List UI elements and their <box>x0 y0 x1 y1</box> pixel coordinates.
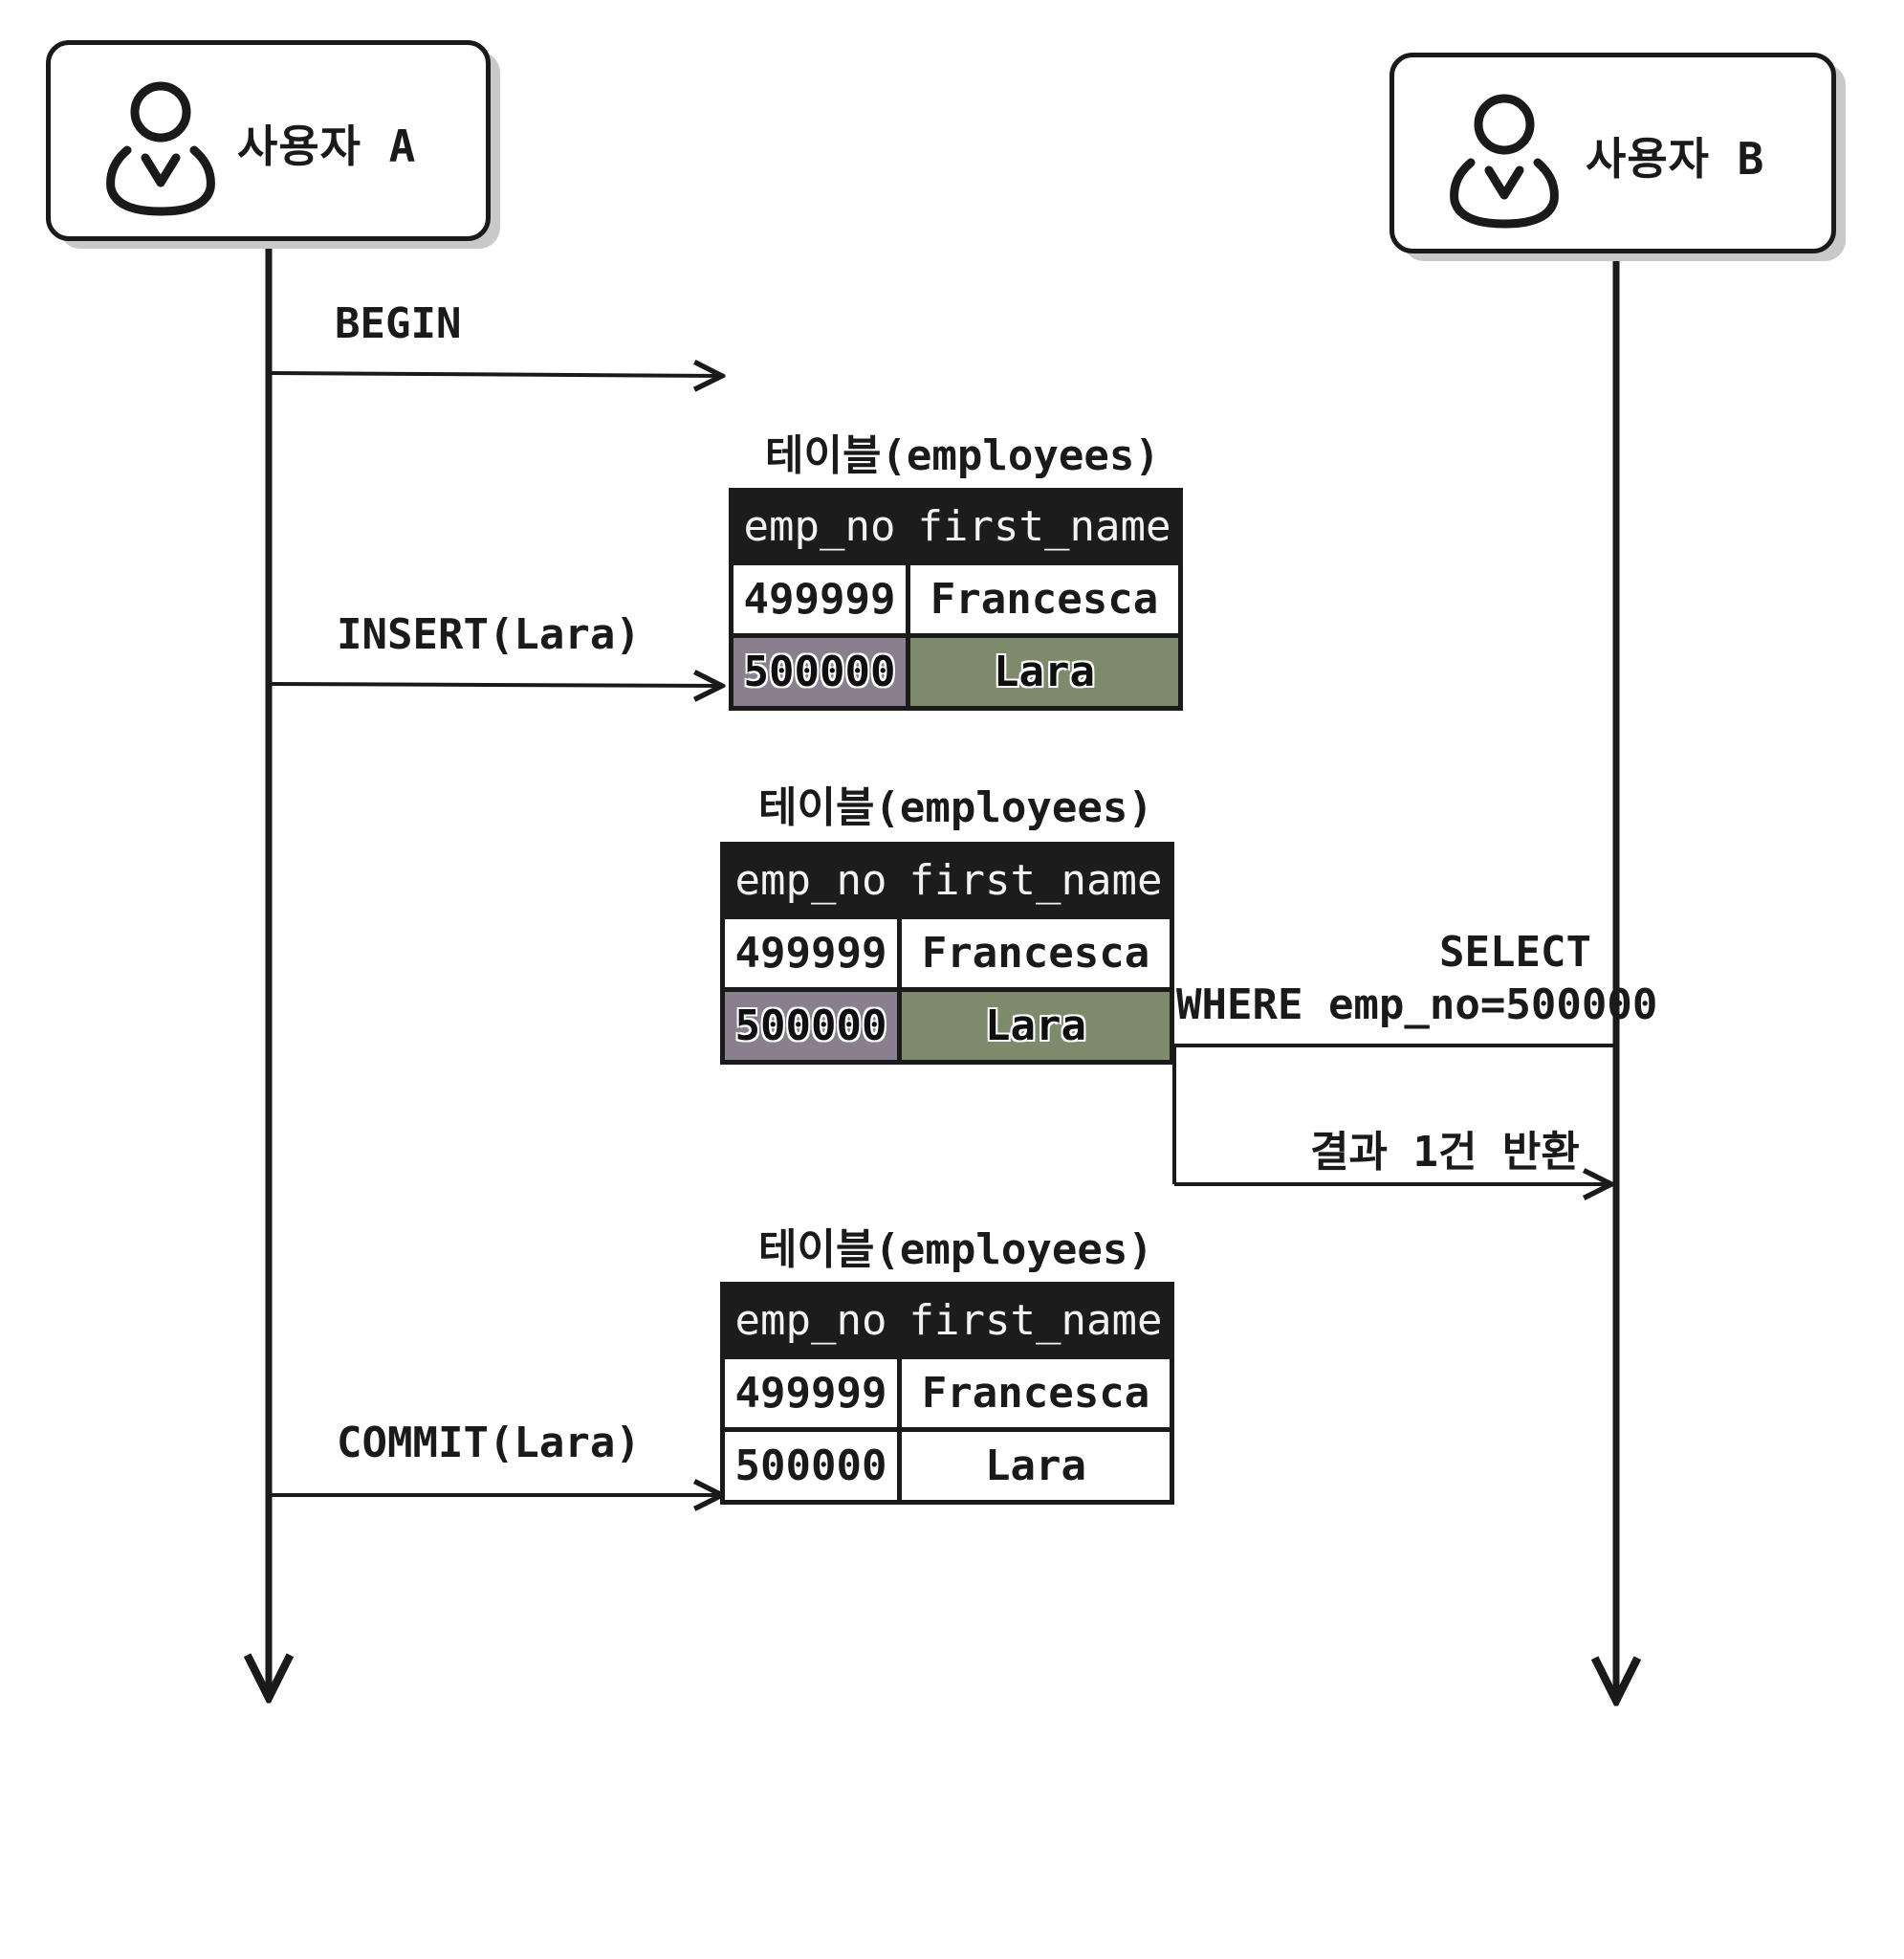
column-header: emp_no <box>720 842 902 919</box>
actor-b-box: 사용자 B <box>1390 53 1836 253</box>
table-title: 테이블(employees) <box>765 431 1160 480</box>
table-cell: 500000 <box>720 1427 902 1505</box>
actor-b-label: 사용자 B <box>1586 133 1765 185</box>
column-header: emp_no <box>729 488 910 565</box>
result-label: 결과 1건 반환 <box>1310 1128 1580 1177</box>
table-row-uncommitted: 500000 Lara <box>720 987 1174 1065</box>
table-row-uncommitted: 500000 Lara <box>729 633 1183 711</box>
table-cell: 500000 <box>720 987 902 1065</box>
column-header: first_name <box>906 488 1183 565</box>
employees-table: emp_no first_name 499999 Francesca 50000… <box>720 842 1174 1065</box>
table-title: 테이블(employees) <box>758 783 1153 832</box>
table-header-row: emp_no first_name <box>720 1282 1174 1359</box>
commit-label: COMMIT(Lara) <box>337 1419 641 1467</box>
column-header: first_name <box>897 842 1174 919</box>
user-icon <box>1450 94 1559 229</box>
actor-a-label: 사용자 A <box>237 121 417 172</box>
table-cell: Lara <box>897 1427 1174 1505</box>
table-cell: Lara <box>897 987 1174 1065</box>
begin-arrow <box>271 373 722 376</box>
employees-table: emp_no first_name 499999 Francesca 50000… <box>729 488 1183 711</box>
table-row: 500000 Lara <box>720 1427 1174 1505</box>
table-cell: 499999 <box>729 561 910 638</box>
table-header-row: emp_no first_name <box>729 488 1183 565</box>
table-cell: 499999 <box>720 1354 902 1432</box>
table-row: 499999 Francesca <box>720 1354 1174 1432</box>
table-cell: Francesca <box>897 1354 1174 1432</box>
actor-a-box: 사용자 A <box>46 40 491 241</box>
employees-table: emp_no first_name 499999 Francesca 50000… <box>720 1282 1174 1505</box>
select-line <box>1172 1044 1614 1184</box>
select-label: SELECT <box>1439 928 1591 977</box>
table-cell: 499999 <box>720 914 902 992</box>
column-header: first_name <box>897 1282 1174 1359</box>
table-cell: 500000 <box>729 633 910 711</box>
user-icon <box>106 81 215 216</box>
table-row: 499999 Francesca <box>720 914 1174 992</box>
insert-arrow <box>271 684 722 686</box>
table-cell: Francesca <box>897 914 1174 992</box>
table-cell: Francesca <box>906 561 1183 638</box>
table-title: 테이블(employees) <box>758 1225 1153 1274</box>
insert-label: INSERT(Lara) <box>337 610 641 659</box>
column-header: emp_no <box>720 1282 902 1359</box>
table-header-row: emp_no first_name <box>720 842 1174 919</box>
select-where-label: WHERE emp_no=500000 <box>1176 980 1658 1029</box>
table-cell: Lara <box>906 633 1183 711</box>
begin-label: BEGIN <box>335 299 462 348</box>
table-row: 499999 Francesca <box>729 561 1183 638</box>
